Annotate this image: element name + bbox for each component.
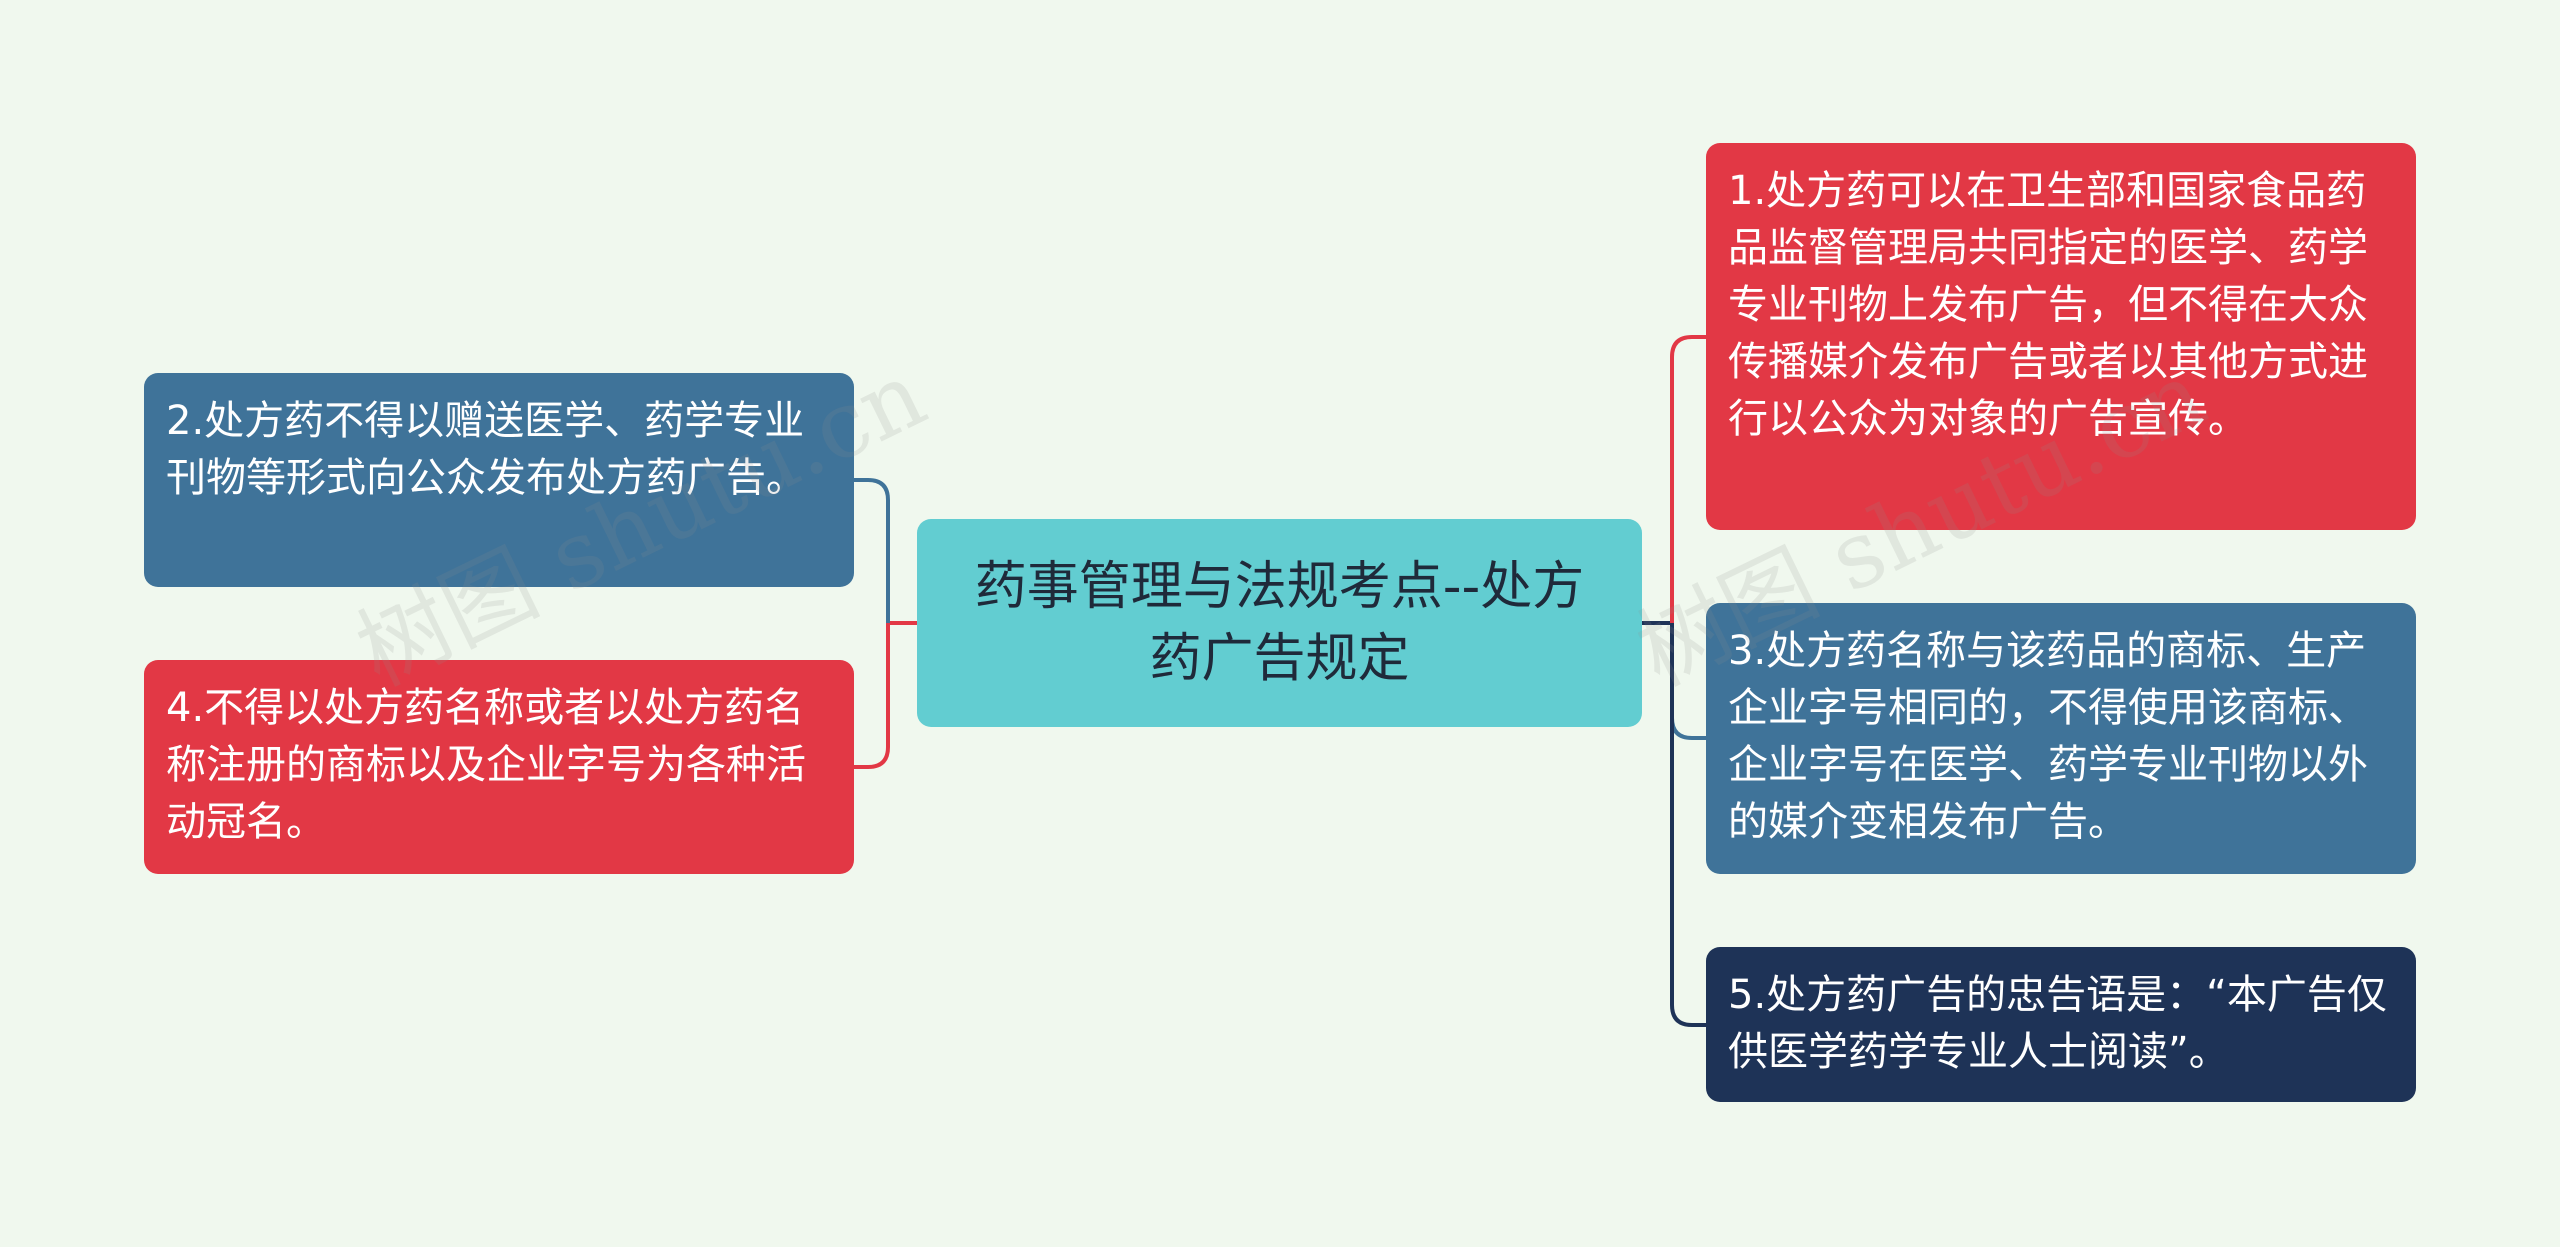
- central-topic-label: 药事管理与法规考点--处方药广告规定: [974, 557, 1585, 689]
- left-node-4[interactable]: 4.不得以处方药名称或者以处方药名称注册的商标以及企业字号为各种活动冠名。: [144, 660, 854, 874]
- left-node-2[interactable]: 2.处方药不得以赠送医学、药学专业刊物等形式向公众发布处方药广告。: [144, 373, 854, 587]
- connector-right-node-3: [1670, 623, 1706, 740]
- right-node-3[interactable]: 3.处方药名称与该药品的商标、生产企业字号相同的，不得使用该商标、企业字号在医学…: [1706, 603, 2416, 874]
- connector-right-node-1: [1670, 335, 1706, 623]
- right-node-5-text: 5.处方药广告的忠告语是：“本广告仅供医学药学专业人士阅读”。: [1728, 972, 2387, 1075]
- connector-right-node-5: [1670, 623, 1706, 1027]
- left-node-2-text: 2.处方药不得以赠送医学、药学专业刊物等形式向公众发布处方药广告。: [166, 398, 806, 501]
- right-node-1-text: 1.处方药可以在卫生部和国家食品药品监督管理局共同指定的医学、药学专业刊物上发布…: [1728, 168, 2368, 442]
- central-topic-node[interactable]: 药事管理与法规考点--处方药广告规定: [917, 519, 1642, 727]
- left-node-4-text: 4.不得以处方药名称或者以处方药名称注册的商标以及企业字号为各种活动冠名。: [166, 685, 806, 845]
- connector-left-node-4: [854, 623, 890, 769]
- right-node-5[interactable]: 5.处方药广告的忠告语是：“本广告仅供医学药学专业人士阅读”。: [1706, 947, 2416, 1102]
- connector-left-node-2: [854, 478, 890, 623]
- right-node-3-text: 3.处方药名称与该药品的商标、生产企业字号相同的，不得使用该商标、企业字号在医学…: [1728, 628, 2368, 845]
- right-node-1[interactable]: 1.处方药可以在卫生部和国家食品药品监督管理局共同指定的医学、药学专业刊物上发布…: [1706, 143, 2416, 530]
